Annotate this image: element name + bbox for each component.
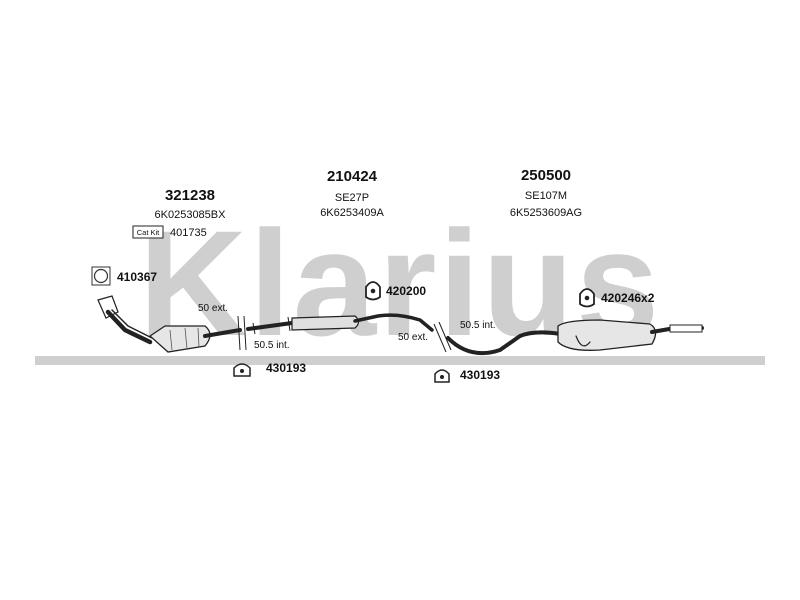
- hanger-mid[interactable]: 420200: [365, 281, 426, 301]
- model-rear: SE107M: [525, 190, 567, 202]
- cat-kit[interactable]: Cat Kit 401735: [132, 225, 207, 239]
- oem-code-middle: 6K6253409A: [320, 207, 384, 219]
- rear-silencer-icon: [557, 319, 657, 351]
- clamp-right[interactable]: 430193: [434, 368, 500, 383]
- part-front-pipe[interactable]: 321238 6K0253085BX: [155, 187, 227, 221]
- rear-pipe-drawing: [446, 319, 704, 355]
- part-middle-section[interactable]: 210424 SE27P 6K6253409A: [320, 168, 384, 219]
- part-number-middle: 210424: [327, 168, 378, 185]
- oem-code-front-pipe: 6K0253085BX: [155, 209, 227, 221]
- middle-silencer-icon: [291, 315, 360, 331]
- watermark: Klarius: [35, 199, 765, 367]
- gasket-number: 410367: [117, 270, 157, 284]
- gasket[interactable]: 410367: [91, 266, 157, 286]
- clamp-right-number: 430193: [460, 368, 500, 382]
- oem-code-rear: 6K5253609AG: [510, 207, 582, 219]
- model-middle: SE27P: [335, 192, 369, 204]
- clamp-left-number: 430193: [266, 361, 306, 375]
- watermark-stripe: [35, 356, 765, 365]
- left-int-label: 50.5 int.: [254, 340, 290, 351]
- gasket-ring-icon: [93, 268, 109, 284]
- left-ext-label: 50 ext.: [198, 303, 228, 314]
- part-rear-silencer[interactable]: 250500 SE107M 6K5253609AG: [510, 167, 582, 219]
- right-joint: 50 ext. 50.5 int.: [398, 320, 496, 353]
- left-joint: 50 ext. 50.5 int.: [198, 303, 290, 351]
- right-ext-label: 50 ext.: [398, 332, 428, 343]
- front-pipe-drawing: [97, 295, 242, 353]
- hanger-mid-number: 420200: [386, 284, 426, 298]
- cat-kit-badge-box: [132, 225, 164, 239]
- hanger-rear[interactable]: 420246x2: [579, 288, 655, 308]
- cat-kit-number: 401735: [170, 227, 207, 239]
- hanger-rear-number: 420246x2: [601, 291, 655, 305]
- cat-kit-badge: Cat Kit: [137, 228, 160, 237]
- right-int-label: 50.5 int.: [460, 320, 496, 331]
- manifold-flange-icon: [97, 295, 119, 319]
- part-number-front-pipe: 321238: [165, 187, 215, 204]
- part-number-rear: 250500: [521, 167, 571, 184]
- middle-pipe-drawing: [246, 313, 434, 335]
- clamp-left[interactable]: 430193: [233, 361, 306, 377]
